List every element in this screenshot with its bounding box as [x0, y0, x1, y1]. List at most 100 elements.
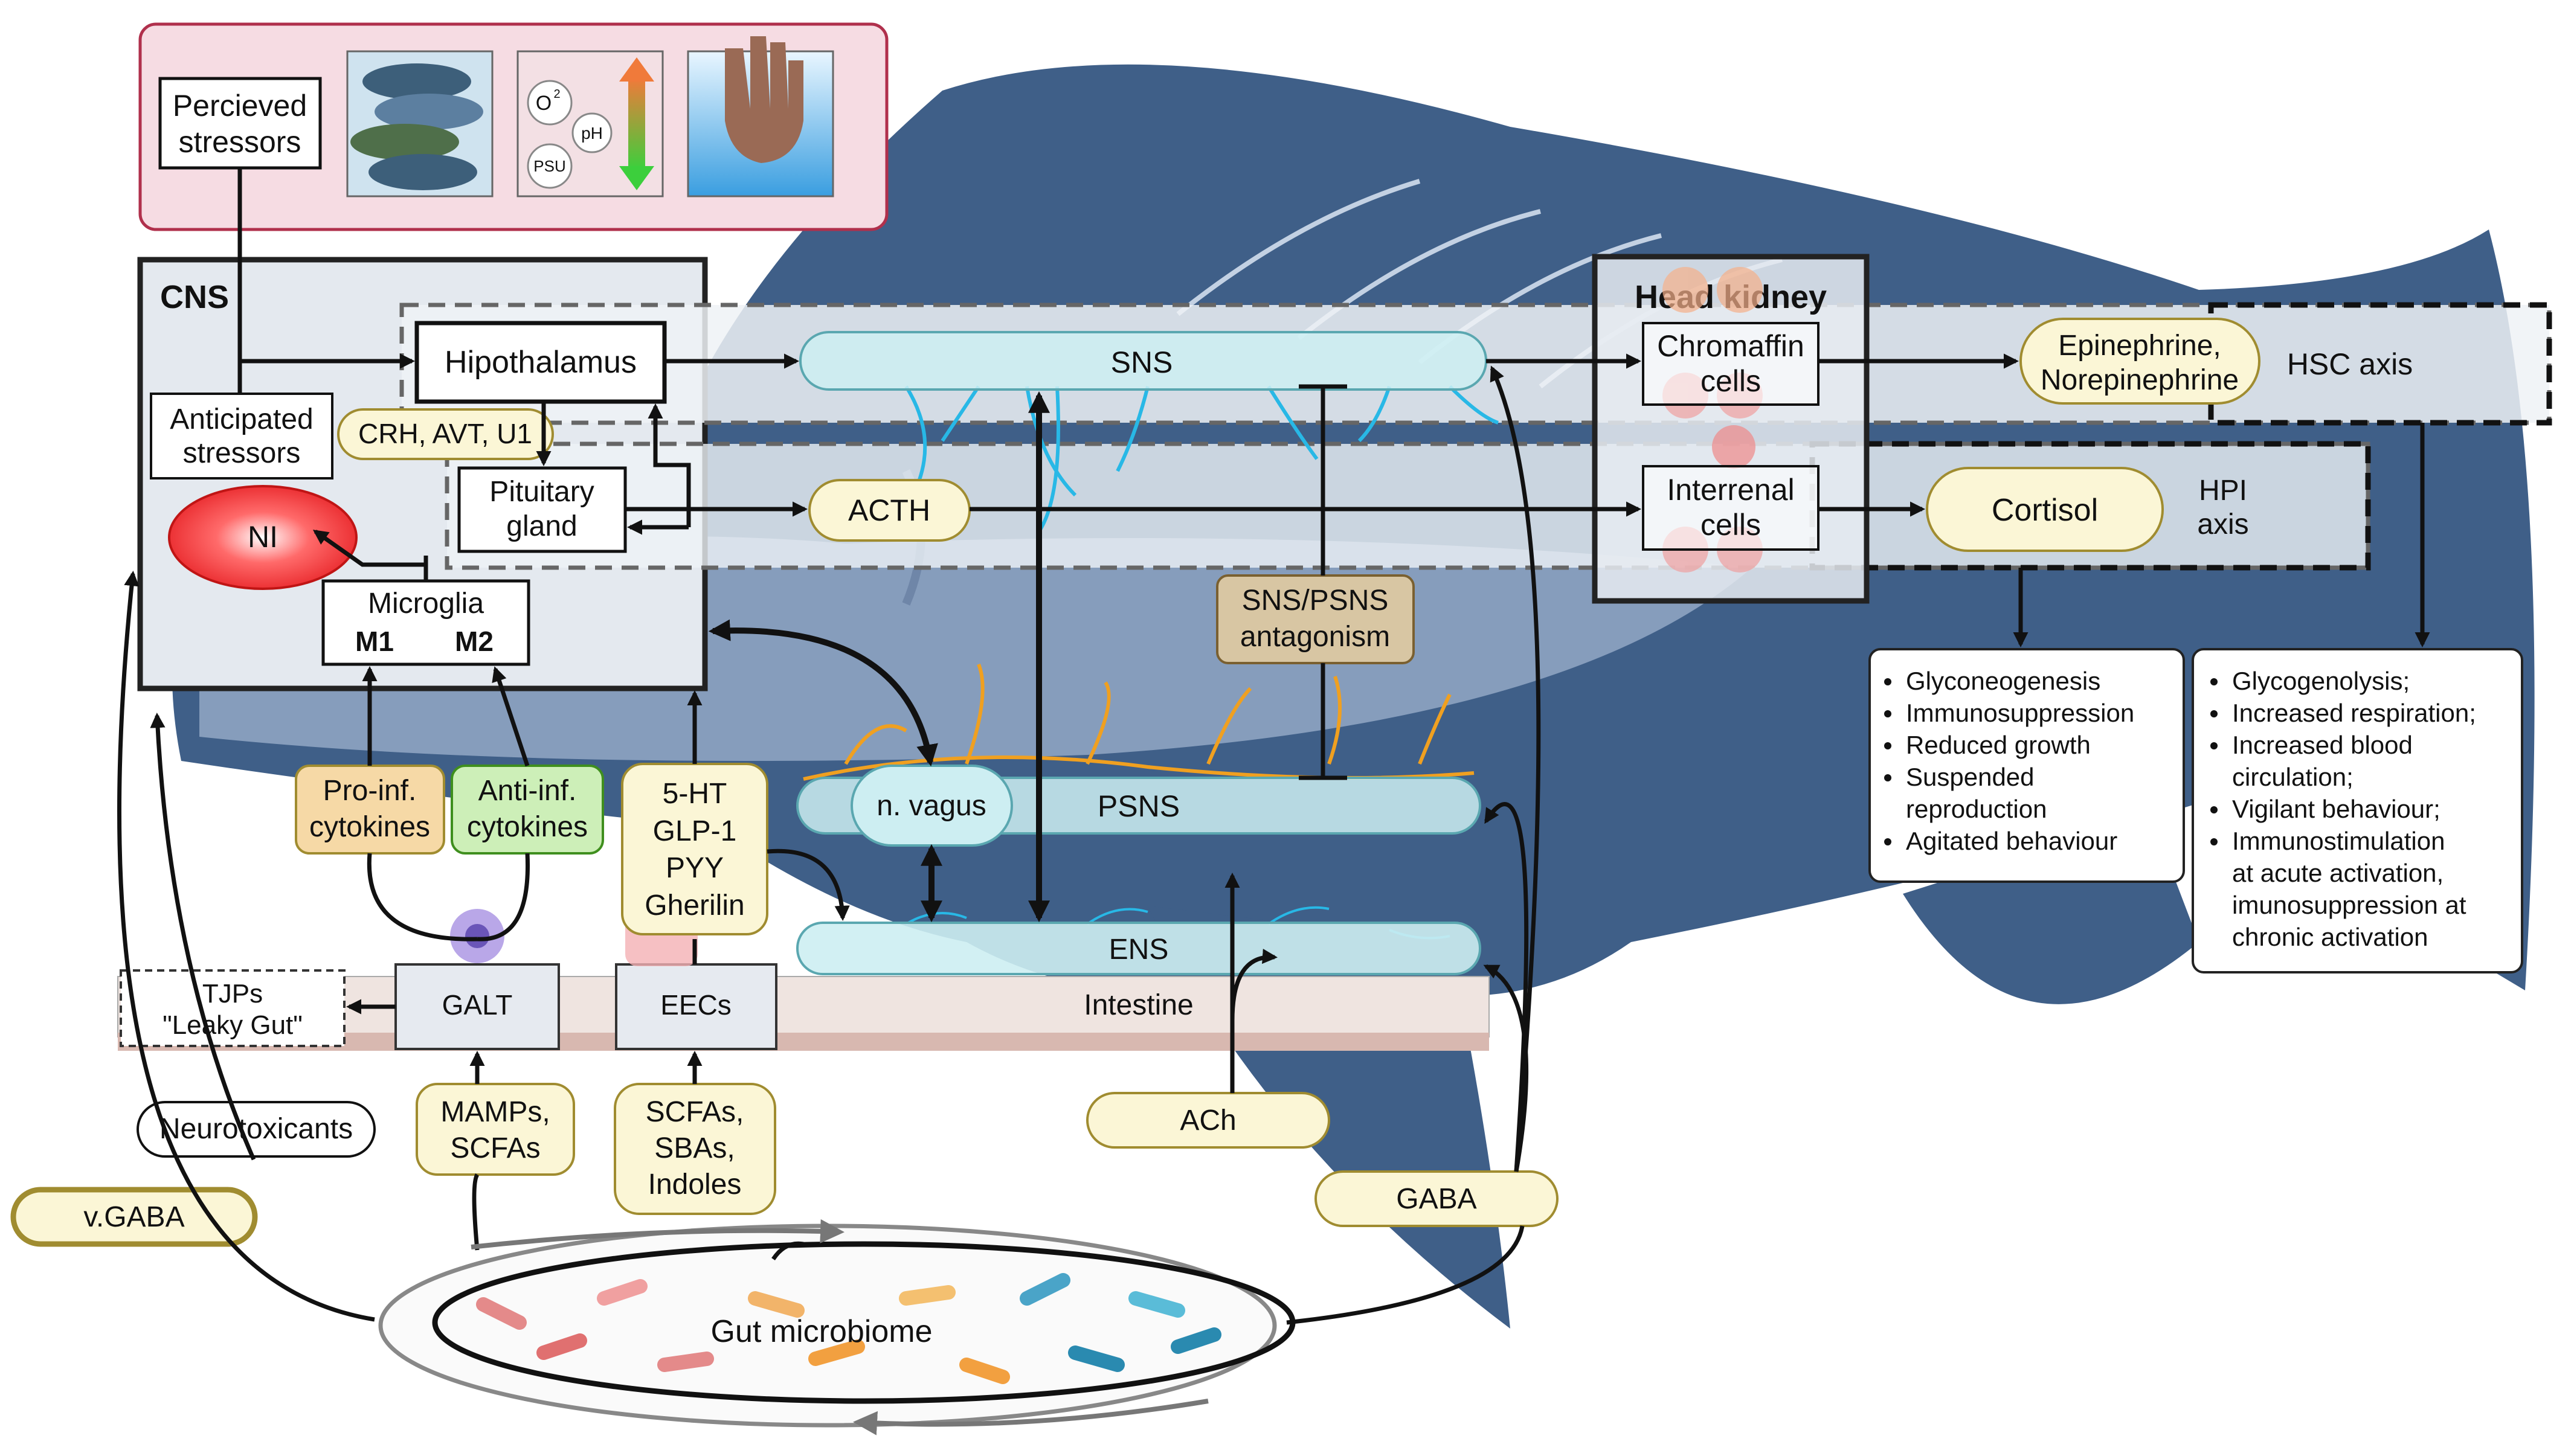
cortisol-pill	[1926, 467, 2164, 552]
svg-text:Anti-inf.: Anti-inf.	[478, 775, 577, 807]
water-quality-icon: O 2 pH PSU	[516, 50, 664, 197]
svg-text:Microglia: Microglia	[368, 588, 484, 620]
svg-text:Cortisol: Cortisol	[1992, 493, 2098, 528]
pituitary-gland-box	[457, 466, 627, 553]
svg-text:antagonism: antagonism	[1240, 621, 1390, 653]
svg-text:stressors: stressors	[183, 437, 301, 469]
gut-microbiome-label: Gut microbiome	[711, 1314, 933, 1349]
m2-label: M2	[455, 626, 494, 657]
svg-text:cytokines: cytokines	[467, 811, 588, 843]
hpi-axis-label-2: axis	[2197, 508, 2248, 540]
svg-text:Pituitary: Pituitary	[489, 476, 594, 508]
hpi_effects-item: Glyconeogenesis	[1906, 667, 2100, 695]
hsc_effects-item: chronic activation	[2232, 923, 2428, 951]
hsc_effects-bullet	[2210, 838, 2218, 845]
svg-text:SNS/PSNS: SNS/PSNS	[1242, 585, 1389, 617]
hpi-axis-label-1: HPI	[2199, 475, 2247, 507]
hsc_effects-item: at acute activation,	[2232, 859, 2444, 887]
svg-text:"Leaky Gut": "Leaky Gut"	[162, 1010, 303, 1040]
hpi_effects-item: Suspended	[1906, 763, 2035, 791]
svg-text:MAMPs,: MAMPs,	[440, 1096, 550, 1128]
svg-text:GABA: GABA	[1396, 1183, 1476, 1215]
hsc_effects-bullet	[2210, 806, 2218, 813]
intestine-villi	[118, 1033, 1489, 1051]
hsc_effects-item: Increased blood	[2232, 731, 2413, 759]
connector-arrows	[117, 168, 2430, 1325]
epinephrine-pill	[2019, 318, 2260, 405]
hpi-effects-box	[1868, 648, 2185, 883]
hsc-effects-list: Glycogenolysis;Increased respiration;Inc…	[2210, 667, 2476, 951]
svg-text:Interrenal: Interrenal	[1667, 473, 1794, 507]
mamps-scfas-pill	[416, 1083, 575, 1176]
hsc_effects-item: Immunostimulation	[2232, 827, 2445, 855]
svg-text:Chromaffin: Chromaffin	[1657, 329, 1804, 363]
perceived-stressors-line1: Percieved	[173, 89, 307, 123]
perceived-stressors-line2: stressors	[179, 125, 301, 159]
hsc_effects-bullet	[2210, 710, 2218, 717]
sns-label: SNS	[1111, 345, 1173, 379]
intestine-label: Intestine	[1084, 989, 1193, 1021]
ach-pill	[1086, 1092, 1330, 1149]
neurotoxicants-pill	[137, 1101, 376, 1158]
psns-label: PSNS	[1098, 789, 1180, 823]
anticipated-stressors-box	[150, 393, 333, 479]
svg-text:GLP-1: GLP-1	[653, 815, 737, 847]
svg-text:gland: gland	[506, 510, 577, 542]
hsc_effects-item: imunosuppression at	[2232, 891, 2466, 919]
svg-text:2: 2	[553, 88, 560, 101]
svg-text:Gherilin: Gherilin	[645, 890, 744, 922]
svg-text:v.GABA: v.GABA	[83, 1201, 184, 1233]
svg-text:PSU: PSU	[533, 157, 565, 175]
svg-text:cytokines: cytokines	[309, 811, 430, 843]
svg-text:Epinephrine,: Epinephrine,	[2058, 330, 2221, 362]
hpi_effects-bullet	[1884, 742, 1891, 749]
hsc-effects-box	[2192, 648, 2523, 973]
hsc_effects-bullet	[2210, 742, 2218, 749]
svg-text:Indoles: Indoles	[648, 1169, 742, 1201]
m1-label: M1	[355, 626, 394, 657]
svg-text:SCFAs,: SCFAs,	[646, 1096, 744, 1128]
v-gaba-pill	[10, 1187, 258, 1247]
immune-cell-icon	[450, 909, 504, 963]
svg-text:O: O	[536, 92, 552, 115]
tjps-box	[120, 969, 346, 1047]
hpi_effects-bullet	[1884, 774, 1891, 781]
eecs-box	[615, 963, 777, 1050]
svg-text:TJPs: TJPs	[202, 979, 263, 1009]
chromaffin-cells-box	[1642, 322, 1819, 406]
hpi_effects-item: Immunosuppression	[1906, 699, 2134, 727]
svg-text:Pro-inf.: Pro-inf.	[323, 775, 417, 807]
svg-text:Neurotoxicants: Neurotoxicants	[159, 1113, 353, 1145]
svg-text:EECs: EECs	[660, 989, 732, 1021]
bacteria-icon: Gut microbiome	[378, 1223, 1296, 1428]
svg-text:5-HT: 5-HT	[663, 778, 727, 810]
svg-text:n. vagus: n. vagus	[877, 790, 986, 822]
hand-handling-icon	[687, 36, 834, 197]
hpi_effects-item: Reduced growth	[1906, 731, 2091, 759]
svg-text:cells: cells	[1700, 364, 1761, 398]
galt-box	[394, 963, 560, 1050]
hsc_effects-item: Vigilant behaviour;	[2232, 795, 2440, 823]
ni-label: NI	[248, 520, 278, 554]
svg-text:pH: pH	[581, 124, 603, 143]
svg-text:Anticipated: Anticipated	[170, 403, 314, 435]
svg-text:cells: cells	[1700, 508, 1761, 542]
svg-text:CRH, AVT, U1: CRH, AVT, U1	[358, 418, 532, 449]
hpi_effects-item: reproduction	[1906, 795, 2047, 823]
svg-text:Norepinephrine: Norepinephrine	[2041, 364, 2239, 396]
hpi_effects-bullet	[1884, 678, 1891, 685]
svg-text:SCFAs: SCFAs	[450, 1132, 540, 1164]
cns-title: CNS	[160, 279, 229, 315]
hsc_effects-bullet	[2210, 678, 2218, 685]
hsc-axis-label: HSC axis	[2287, 347, 2413, 381]
hpi_effects-bullet	[1884, 710, 1891, 717]
hpi-effects-list: GlyconeogenesisImmunosuppressionReduced …	[1884, 667, 2134, 855]
ens-label: ENS	[1109, 934, 1169, 966]
svg-text:Hipothalamus: Hipothalamus	[445, 345, 637, 380]
svg-text:GALT: GALT	[442, 989, 513, 1021]
svg-text:ACTH: ACTH	[848, 493, 930, 527]
svg-text:SBAs,: SBAs,	[654, 1132, 735, 1164]
neuroinflammation-ellipse	[168, 485, 358, 590]
hpi_effects-item: Agitated behaviour	[1906, 827, 2117, 855]
hpi_effects-bullet	[1884, 838, 1891, 845]
